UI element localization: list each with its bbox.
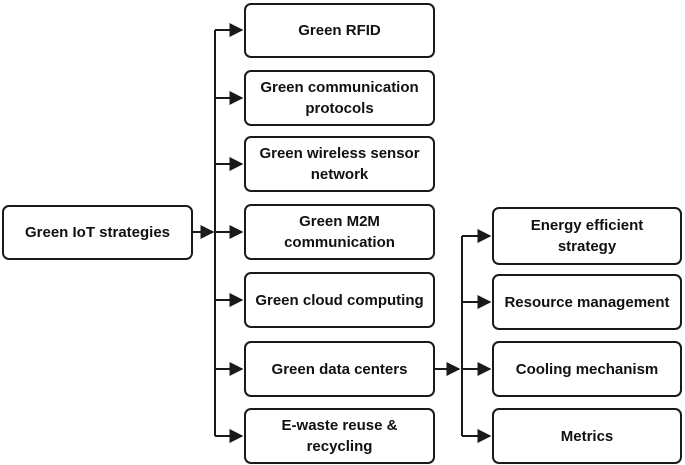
strategy-label-green-rfid: Green RFID [298,22,381,39]
root-node-green-iot-strategies: Green IoT strategies [2,205,193,260]
substrategy-node-energy-efficient-strategy: Energy efficient strategy [492,207,682,265]
substrategy-label-cooling-mechanism: Cooling mechanism [515,360,659,378]
strategy-node-green-cloud-computing: Green cloud computing [244,272,435,328]
substrategy-node-metrics: Metrics [492,408,682,464]
substrategy-node-cooling-mechanism: Cooling mechanism [492,341,682,397]
strategy-label-green-wireless-sensor-network: Green wireless sensor network [259,145,420,183]
strategy-label-e-waste-reuse-recycling: E-waste reuse & recycling [281,417,398,455]
strategy-label-green-m2m-communication: Green M2M communication [284,213,395,251]
strategy-node-green-m2m-communication: Green M2M communication [244,204,435,260]
root-node-label: Green IoT strategies [24,224,171,241]
strategy-label-green-communication-protocols: Green communication protocols [260,79,419,117]
substrategy-label-metrics: Metrics [560,427,614,445]
strategy-node-green-communication-protocols: Green communication protocols [244,70,435,126]
strategy-node-e-waste-reuse-recycling: E-waste reuse & recycling [244,408,435,464]
strategy-node-green-rfid: Green RFID [244,3,435,58]
substrategy-node-resource-management: Resource management [492,274,682,330]
strategy-node-green-data-centers: Green data centers [244,341,435,397]
substrategy-label-energy-efficient-strategy: Energy efficient strategy [530,217,644,255]
strategy-label-green-data-centers: Green data centers [271,360,408,378]
strategy-label-green-cloud-computing: Green cloud computing [255,291,424,309]
substrategy-label-resource-management: Resource management [504,293,670,311]
strategy-node-green-wireless-sensor-network: Green wireless sensor network [244,136,435,192]
